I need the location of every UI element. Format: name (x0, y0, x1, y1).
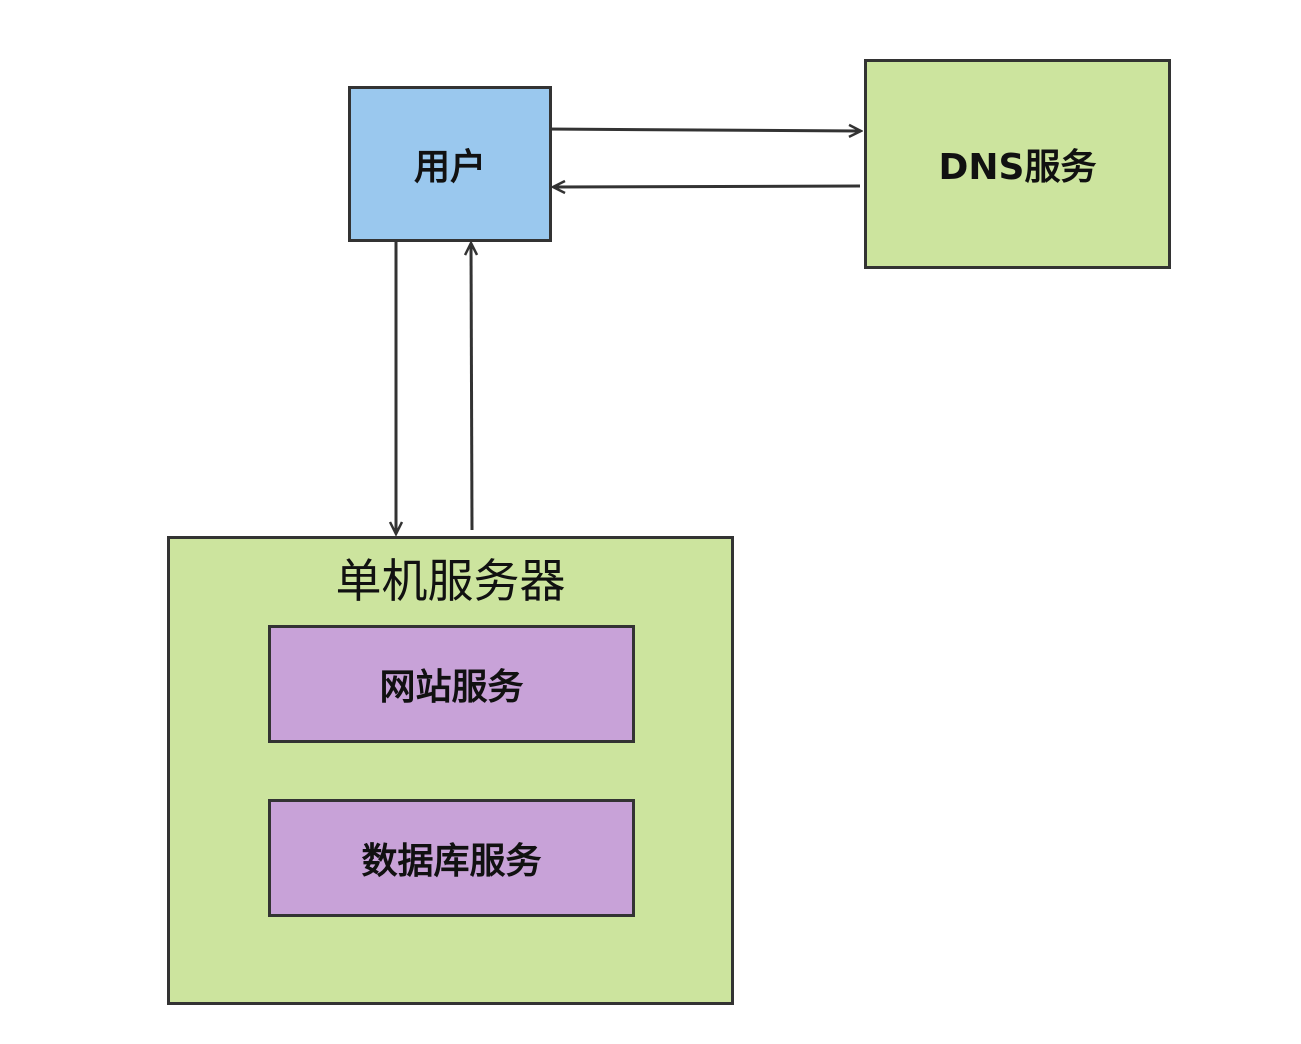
user-node: 用户 (348, 86, 552, 242)
database-service-label: 数据库服务 (361, 841, 542, 882)
arrow-server-to-user (471, 243, 472, 531)
standalone-server-node: 单机服务器 (167, 536, 734, 1005)
web-service-node: 网站服务 (268, 625, 635, 743)
dns-service-node: DNS服务 (864, 59, 1171, 269)
arrow-dns-to-user (553, 186, 861, 187)
dns-service-label: DNS服务 (938, 147, 1097, 188)
web-service-label: 网站服务 (379, 667, 524, 708)
standalone-server-label: 单机服务器 (335, 554, 566, 608)
arrow-user-to-dns (544, 129, 861, 131)
database-service-node: 数据库服务 (268, 799, 635, 917)
user-label: 用户 (413, 147, 486, 188)
